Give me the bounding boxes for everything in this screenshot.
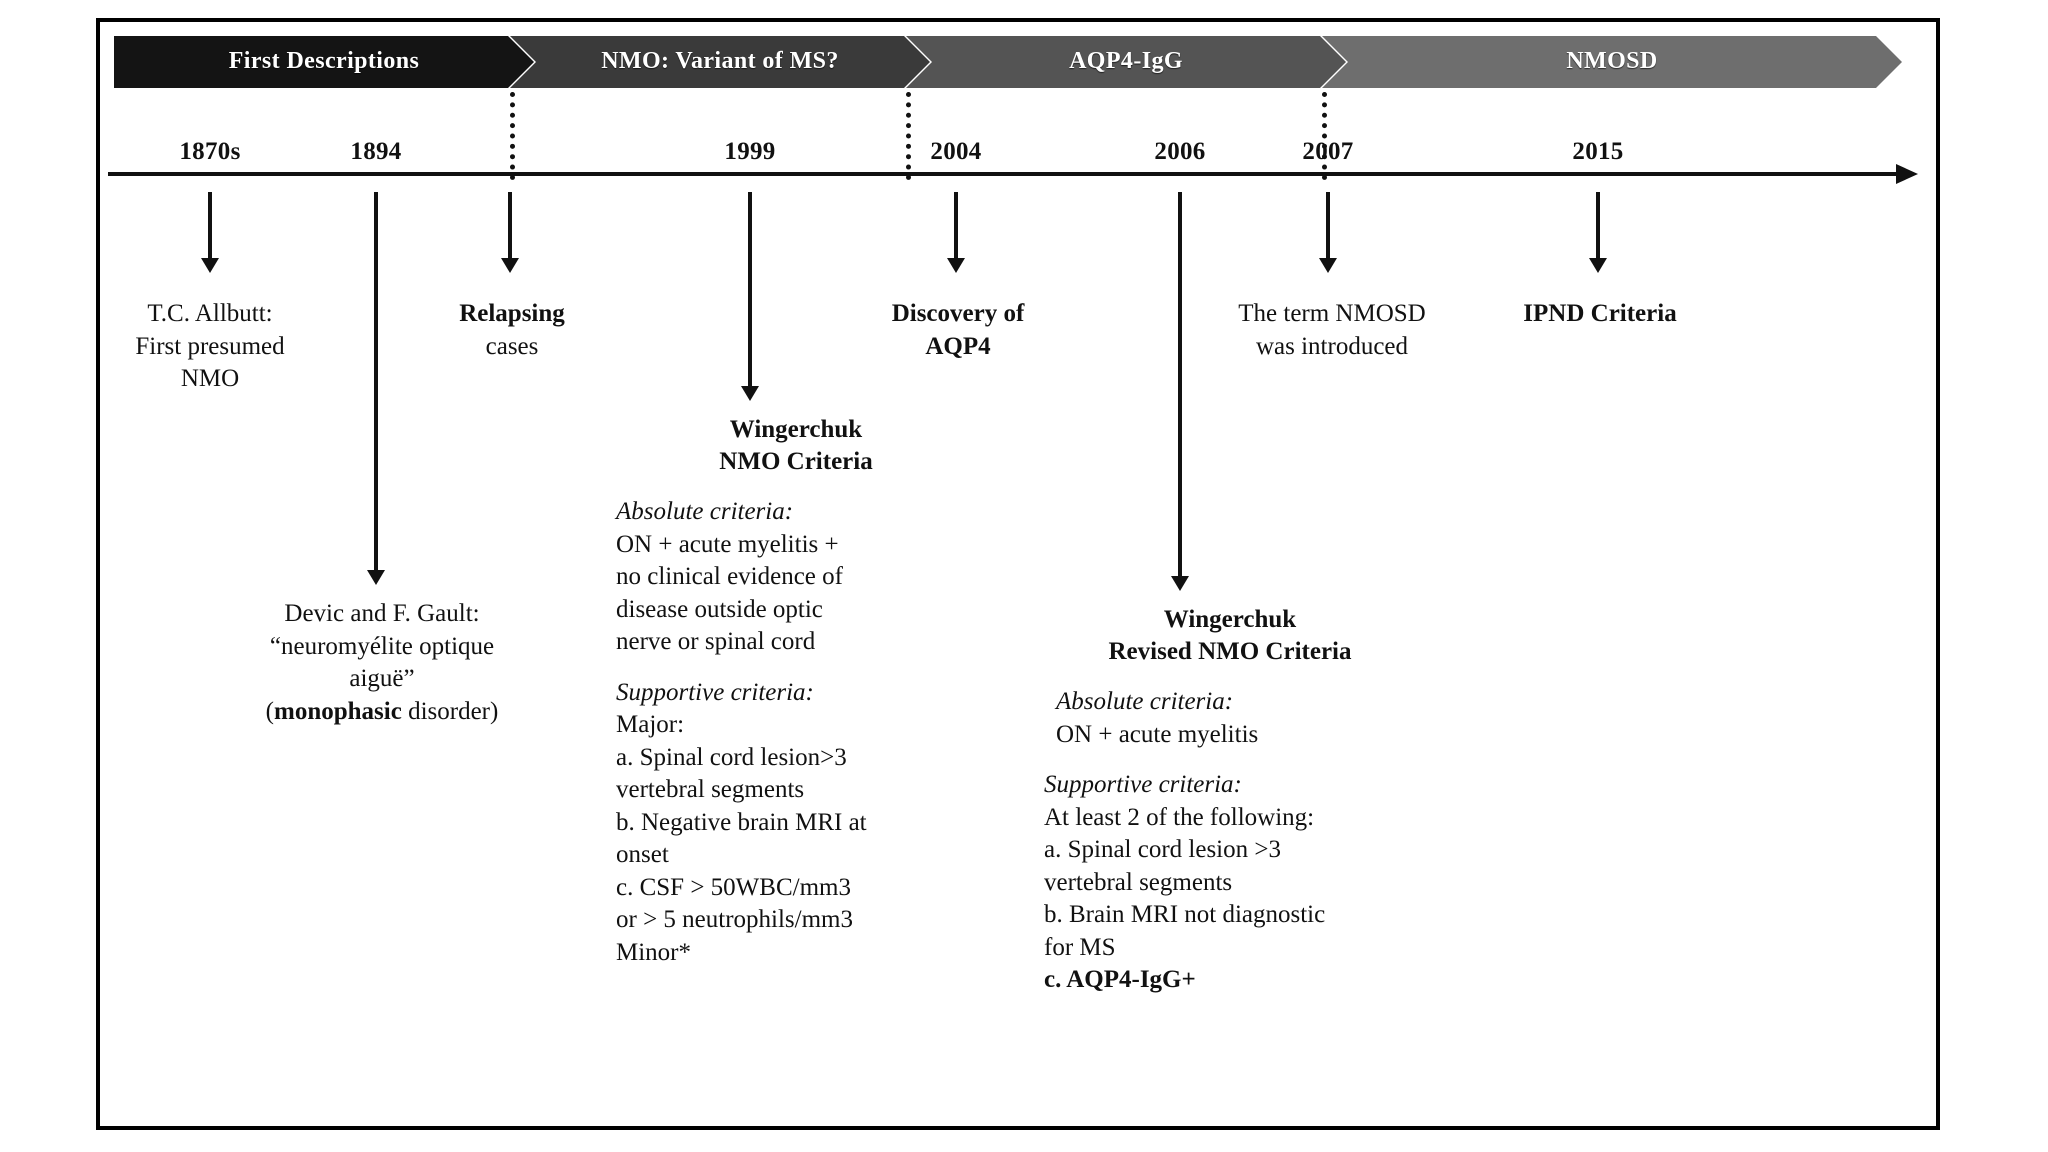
event-arrow-relapsing	[508, 192, 512, 260]
event-arrow-1870s	[208, 192, 212, 260]
event-arrowhead-1870s	[201, 258, 219, 273]
era-segment-label: First Descriptions	[228, 47, 420, 74]
paren-open: (	[265, 697, 274, 725]
criteria-line: vertebral segments	[616, 776, 805, 803]
event-arrowhead-relapsing	[501, 258, 519, 273]
criteria-line: for MS	[1044, 933, 1116, 961]
criteria-section-supportive: Supportive criteria: Major: a. Spinal co…	[616, 677, 976, 970]
era-segment-label: AQP4-IgG	[1069, 47, 1183, 74]
year-label-1999: 1999	[724, 138, 776, 165]
event-heading-line: Wingerchuk	[1163, 606, 1297, 633]
criteria-line: or > 5 neutrophils/mm3	[616, 906, 853, 933]
criteria-line: Minor*	[616, 938, 691, 966]
event-text-2015: IPND Criteria	[1450, 298, 1750, 331]
era-segment-nmosd: NMOSD	[1322, 36, 1902, 88]
year-label-2006: 2006	[1154, 138, 1206, 165]
event-text-2004: Discovery of AQP4	[808, 298, 1108, 363]
event-text-2006: Wingerchuk Revised NMO Criteria Absolute…	[1030, 604, 1430, 997]
event-line: The term NMOSD	[1238, 300, 1426, 327]
criteria-label: Supportive criteria:	[616, 678, 814, 706]
event-text-1894: Devic and F. Gault: “neuromyélite optiqu…	[167, 598, 597, 728]
event-line: NMO	[180, 365, 240, 392]
criteria-line: ON + acute myelitis	[1056, 720, 1259, 748]
criteria-line: b. Brain MRI not diagnostic	[1044, 901, 1326, 928]
criteria-label: Absolute criteria:	[616, 498, 794, 525]
year-label-1894: 1894	[350, 138, 402, 165]
criteria-line: no clinical evidence of	[616, 563, 843, 590]
event-text-2007: The term NMOSD was introduced	[1152, 298, 1512, 363]
era-segment-first-descriptions: First Descriptions	[114, 36, 534, 88]
event-arrowhead-2006	[1171, 576, 1189, 591]
criteria-label: Absolute criteria:	[1056, 688, 1234, 715]
criteria-section-absolute: Absolute criteria: ON + acute myelitis +…	[616, 496, 976, 659]
event-heading-line: Revised NMO Criteria	[1108, 638, 1352, 665]
event-text-relapsing: Relapsing cases	[387, 298, 637, 363]
criteria-line: At least 2 of the following:	[1044, 803, 1315, 831]
event-arrowhead-2007	[1319, 258, 1337, 273]
event-arrow-1999	[748, 192, 752, 388]
criteria-line: a. Spinal cord lesion >3	[1044, 836, 1281, 863]
event-line: “neuromyélite optique	[269, 632, 495, 660]
event-text-1870s: T.C. Allbutt: First presumed NMO	[60, 298, 360, 396]
event-line: AQP4	[925, 332, 991, 360]
event-arrowhead-1894	[367, 570, 385, 585]
event-line: Discovery of	[891, 300, 1025, 327]
event-heading: Wingerchuk Revised NMO Criteria	[1030, 604, 1430, 668]
event-arrowhead-1999	[741, 386, 759, 401]
event-line: cases	[485, 332, 539, 360]
criteria-line-aqp4-igg: c. AQP4-IgG+	[1044, 966, 1196, 993]
event-line: T.C. Allbutt:	[147, 300, 273, 327]
criteria-line: ON + acute myelitis +	[616, 530, 839, 558]
event-arrow-2006	[1178, 192, 1182, 578]
year-label-2007: 2007	[1302, 138, 1354, 165]
event-line: Devic and F. Gault:	[284, 600, 480, 627]
criteria-label: Supportive criteria:	[1044, 771, 1242, 798]
year-label-1870s: 1870s	[179, 138, 241, 165]
era-segment-label: NMO: Variant of MS?	[601, 47, 839, 74]
era-segment-label: NMOSD	[1566, 47, 1658, 74]
event-arrow-2004	[954, 192, 958, 260]
timeline-axis	[108, 172, 1898, 176]
timeline-axis-arrowhead	[1896, 164, 1918, 184]
era-divider-connector-3	[1322, 92, 1327, 180]
era-divider-connector-1	[510, 92, 515, 180]
event-line: aiguë”	[349, 665, 415, 692]
event-heading-line: NMO Criteria	[719, 448, 873, 475]
event-line: was introduced	[1255, 332, 1409, 360]
criteria-section-supportive: Supportive criteria: At least 2 of the f…	[1030, 769, 1430, 997]
year-label-2015: 2015	[1572, 138, 1624, 165]
criteria-line: a. Spinal cord lesion>3	[616, 743, 847, 771]
criteria-line: onset	[616, 841, 669, 868]
event-line: Relapsing	[459, 300, 565, 327]
event-heading-line: Wingerchuk	[729, 416, 863, 443]
criteria-line: vertebral segments	[1044, 868, 1233, 896]
event-arrowhead-2004	[947, 258, 965, 273]
event-heading: Wingerchuk NMO Criteria	[616, 414, 976, 478]
criteria-line: c. CSF > 50WBC/mm3	[616, 873, 851, 901]
event-arrowhead-2015	[1589, 258, 1607, 273]
year-label-2004: 2004	[930, 138, 982, 165]
emphasis-monophasic: monophasic	[274, 697, 402, 725]
criteria-line: Major:	[616, 711, 685, 738]
criteria-line: b. Negative brain MRI at	[616, 808, 867, 836]
criteria-line: disease outside optic	[616, 595, 823, 623]
event-text-1999: Wingerchuk NMO Criteria Absolute criteri…	[616, 414, 976, 969]
era-segment-nmo-variant-of-ms: NMO: Variant of MS?	[510, 36, 930, 88]
criteria-section-absolute: Absolute criteria: ON + acute myelitis	[1030, 686, 1430, 751]
paren-close: disorder)	[401, 697, 499, 725]
event-line-monophasic: (monophasic disorder)	[167, 696, 597, 729]
event-arrow-1894	[374, 192, 378, 572]
event-line: IPND Criteria	[1523, 300, 1677, 327]
era-segment-aqp4-igg: AQP4-IgG	[906, 36, 1346, 88]
event-arrow-2007	[1326, 192, 1330, 260]
criteria-line: nerve or spinal cord	[616, 628, 816, 655]
timeline-figure: First Descriptions NMO: Variant of MS? A…	[96, 18, 1940, 1130]
era-divider-connector-2	[906, 92, 911, 180]
event-arrow-2015	[1596, 192, 1600, 260]
event-line: First presumed	[135, 332, 285, 360]
